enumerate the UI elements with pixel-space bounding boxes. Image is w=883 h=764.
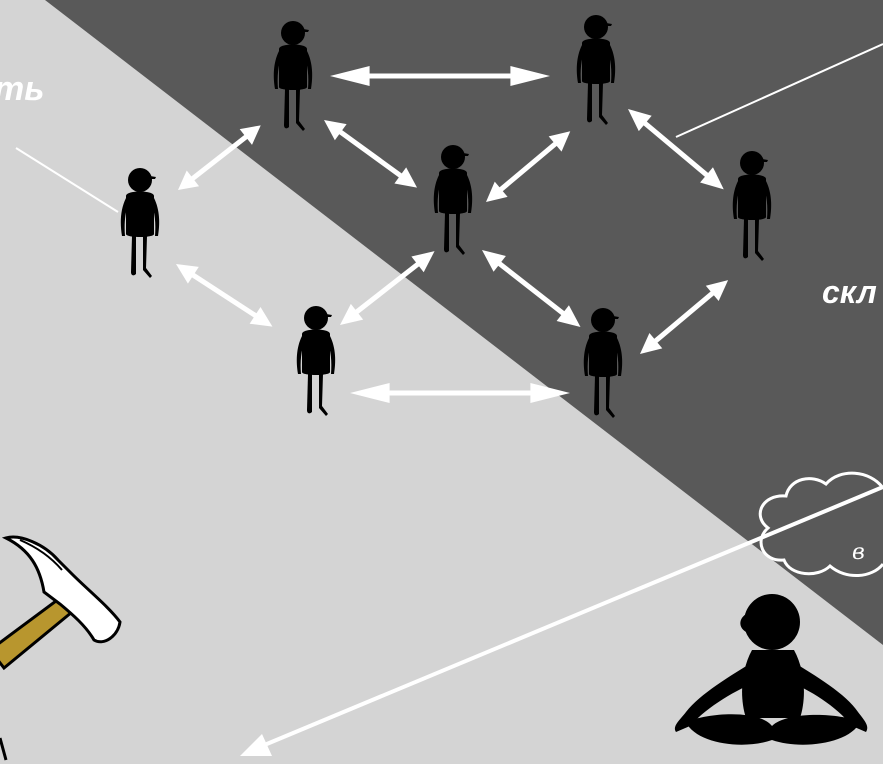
hammer-icon <box>0 535 122 761</box>
long-arrow <box>240 485 883 756</box>
meditating-person-icon <box>674 594 868 745</box>
label-left-partial: ть <box>0 70 45 108</box>
thought-cloud-icon <box>758 471 883 578</box>
pointer-line-right <box>675 43 883 138</box>
dark-background <box>45 0 883 645</box>
cloud-text-partial: в <box>852 540 865 565</box>
label-right-partial: скл <box>822 274 877 310</box>
pointer-line-left <box>15 147 119 213</box>
